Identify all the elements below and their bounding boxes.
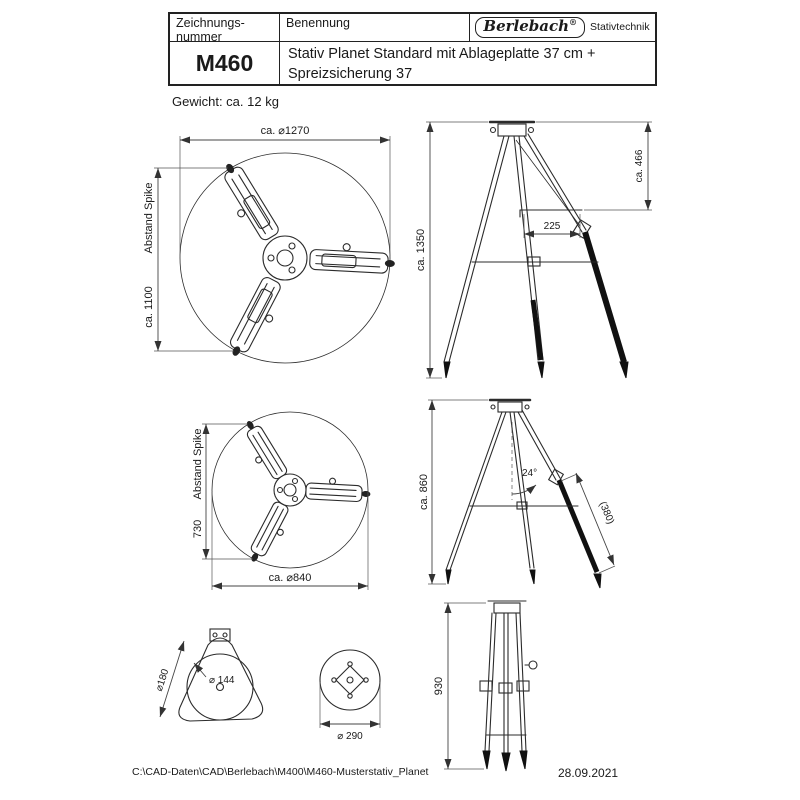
dimension-225: 225	[523, 214, 581, 238]
drawing-number: M460	[170, 42, 280, 84]
brand-name: Berlebach	[483, 17, 570, 36]
folded-tripod	[479, 600, 538, 772]
spreader-bar	[471, 256, 599, 267]
spike-foot	[445, 569, 452, 585]
spike-foot	[593, 573, 602, 589]
view-hub-detail: ⌀ 290	[319, 649, 381, 742]
registered-mark-icon: ®	[569, 17, 578, 28]
dimension-diameter-1270: ca. ⌀1270	[179, 125, 391, 256]
tripod-leg-lower-left	[229, 277, 281, 356]
dimension-spike-730: 730 Abstand Spike	[192, 423, 253, 560]
dimension-144: ⌀ 144	[193, 662, 235, 686]
tripod-hub	[262, 235, 308, 281]
berlebach-logo: Berlebach®	[475, 17, 586, 38]
locking-knob	[528, 660, 538, 670]
weight-note: Gewicht: ca. 12 kg	[172, 94, 279, 109]
tripod-head	[493, 602, 521, 614]
file-path: C:\CAD-Daten\CAD\Berlebach\M400\M460-Mus…	[132, 766, 429, 778]
spike-tip	[246, 421, 254, 430]
tripod-head	[488, 120, 536, 137]
drawing-date: 28.09.2021	[558, 766, 619, 780]
tray-arm	[519, 209, 583, 218]
tripod-leg-right-extended	[517, 409, 602, 589]
dimension-380: (380)	[560, 472, 616, 574]
spike-foot	[529, 569, 536, 585]
spreader-bar	[469, 501, 579, 510]
spike-foot	[443, 361, 451, 379]
spike-foot	[482, 750, 491, 770]
view-plate-detail: ⌀ 144 ⌀180	[154, 628, 264, 722]
drawing-title-line1: Stativ Planet Standard mit Ablageplatte …	[288, 46, 596, 62]
swing-circle	[211, 411, 369, 569]
dimension-spike-1100: ca. 1100 Abstand Spike	[143, 167, 234, 352]
spike-tip	[361, 490, 371, 497]
drawing-number-header: Zeichnungs- nummer	[170, 14, 280, 45]
dim-label-1100: ca. 1100	[143, 286, 155, 327]
hub-top	[319, 649, 381, 711]
drawing-number-header-line2: nummer	[176, 30, 222, 45]
tripod-leg-upper-left	[224, 163, 279, 241]
tripod-leg-left	[445, 411, 507, 585]
view-side-mid: 24° (380) ca. 860	[418, 398, 616, 589]
dim-label-144: ⌀ 144	[209, 675, 235, 686]
spike-foot	[537, 361, 545, 379]
brand-logo: Berlebach® Stativtechnik	[470, 14, 655, 42]
dimension-angle-24: 24°	[511, 422, 537, 500]
spike-tip	[384, 259, 395, 268]
drawing-title: Stativ Planet Standard mit Ablageplatte …	[280, 42, 655, 84]
dimension-466: ca. 466	[536, 121, 652, 211]
tripod-leg-right-extended	[515, 133, 629, 379]
dimension-diameter-840: ca. ⌀840	[211, 492, 369, 590]
dim-label-abstand-spike: Abstand Spike	[143, 183, 155, 254]
tripod-leg-right	[305, 477, 371, 503]
spike-tip	[232, 346, 241, 356]
mount-tab	[209, 628, 231, 642]
dimension-930: 930	[433, 602, 486, 770]
drawing-number-value: M460	[195, 49, 254, 76]
view-top-large: ca. ⌀1270 ca. 1100 Abstand Spike	[143, 125, 395, 364]
tripod-head	[488, 398, 532, 413]
leg-clamp	[516, 680, 530, 692]
dimension-290: ⌀ 290	[319, 682, 381, 742]
spike-foot	[619, 361, 629, 379]
name-header-label: Benennung	[286, 16, 350, 30]
dimension-180: ⌀180	[154, 640, 185, 718]
dim-label-abstand-spike: Abstand Spike	[192, 429, 204, 500]
tripod-leg-rear	[509, 411, 536, 585]
tripod-hub	[273, 473, 307, 507]
drawing-number-header-line1: Zeichnungs-	[176, 16, 245, 30]
dim-label-1350: ca. 1350	[415, 229, 427, 271]
spike-foot	[501, 752, 511, 772]
dim-label-290: ⌀ 290	[337, 731, 363, 742]
drawing-title-line2: Spreizsicherung 37	[288, 65, 413, 82]
tripod-leg-left	[443, 135, 510, 379]
tripod-leg-lower-left	[250, 501, 289, 562]
name-header: Benennung	[280, 14, 470, 42]
leg-clamp	[479, 680, 493, 692]
dim-label-860: ca. 860	[418, 474, 430, 510]
leg-clamp	[498, 682, 513, 694]
spike-tip	[226, 163, 235, 174]
view-folded: 930	[433, 600, 538, 772]
title-block: Zeichnungs- nummer Benennung Berlebach® …	[168, 12, 657, 86]
dimension-1350: ca. 1350	[415, 121, 488, 379]
dimension-860: ca. 860	[418, 399, 488, 585]
tripod-leg-right	[309, 243, 395, 274]
inner-circle-144	[186, 653, 254, 721]
dim-label-diameter-1270: ca. ⌀1270	[261, 125, 310, 137]
dim-label-225: 225	[544, 221, 561, 232]
swing-circle	[179, 152, 391, 364]
spike-foot	[519, 750, 528, 770]
tripod-leg-rear	[513, 135, 545, 379]
dim-label-466: ca. 466	[634, 149, 645, 182]
dim-label-24deg: 24°	[522, 468, 537, 479]
spike-tip	[251, 553, 259, 562]
view-top-small: 730 Abstand Spike ca. ⌀840	[192, 411, 371, 590]
dim-label-930: 930	[433, 677, 445, 695]
view-side-extended: 225 ca. 466 ca. 1350	[415, 120, 652, 379]
dim-label-380: (380)	[597, 500, 616, 526]
brand-tagline: Stativtechnik	[590, 21, 650, 34]
dim-label-diameter-840: ca. ⌀840	[269, 572, 312, 584]
dim-label-730: 730	[192, 520, 204, 538]
